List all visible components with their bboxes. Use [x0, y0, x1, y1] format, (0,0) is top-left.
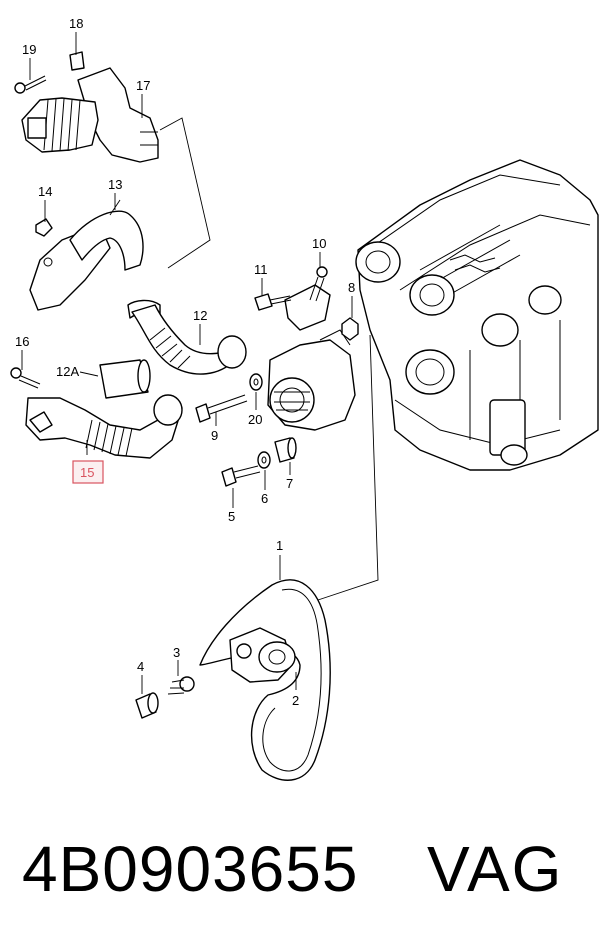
sleeve-12a — [99, 359, 151, 399]
part-number: 4B0903655 — [22, 833, 359, 905]
bolt-11 — [254, 293, 292, 311]
bolt-3 — [167, 676, 195, 695]
callout-7[interactable]: 7 — [286, 476, 293, 491]
callout-9[interactable]: 9 — [211, 428, 218, 443]
washer-6 — [257, 451, 271, 469]
brand-name: VAG — [427, 833, 564, 905]
engine-block — [355, 159, 599, 471]
leader-lines — [21, 32, 353, 694]
callout-14[interactable]: 14 — [38, 184, 52, 199]
spacer-7 — [274, 437, 297, 463]
callout-13[interactable]: 13 — [108, 177, 122, 192]
callout-12a[interactable]: 12A — [56, 364, 79, 379]
callout-4[interactable]: 4 — [137, 659, 144, 674]
intake-duct-17 — [21, 51, 159, 163]
cap-4 — [135, 692, 159, 719]
bolt-10 — [309, 266, 328, 302]
washer-20 — [249, 373, 263, 391]
tensioner-pulley-2 — [229, 627, 296, 683]
nut-8 — [341, 317, 359, 341]
bolt-9 — [195, 394, 248, 423]
bolt-19 — [14, 75, 47, 94]
callout-2[interactable]: 2 — [292, 693, 299, 708]
callout-15[interactable]: 15 — [80, 465, 94, 480]
callout-12[interactable]: 12 — [193, 308, 207, 323]
callout-17[interactable]: 17 — [136, 78, 150, 93]
hose-12 — [131, 304, 247, 375]
ribbed-belt-1 — [199, 579, 331, 781]
callout-16[interactable]: 16 — [15, 334, 29, 349]
callout-5[interactable]: 5 — [228, 509, 235, 524]
callout-20[interactable]: 20 — [248, 412, 262, 427]
callout-10[interactable]: 10 — [312, 236, 326, 251]
callout-3[interactable]: 3 — [173, 645, 180, 660]
callout-11[interactable]: 11 — [254, 262, 268, 277]
bolt-5 — [221, 465, 261, 487]
callout-1[interactable]: 1 — [276, 538, 283, 553]
callout-labels: 18 19 17 14 13 16 12A 12 15 10 11 8 9 20… — [15, 16, 355, 708]
callout-8[interactable]: 8 — [348, 280, 355, 295]
callout-19[interactable]: 19 — [22, 42, 36, 57]
caption: 4B0903655 VAG — [22, 832, 582, 922]
alternator — [267, 284, 356, 431]
bolt-16 — [10, 367, 41, 389]
highlight-box-15 — [72, 460, 104, 484]
callout-18[interactable]: 18 — [69, 16, 83, 31]
hose-15 — [25, 394, 183, 459]
callout-6[interactable]: 6 — [261, 491, 268, 506]
